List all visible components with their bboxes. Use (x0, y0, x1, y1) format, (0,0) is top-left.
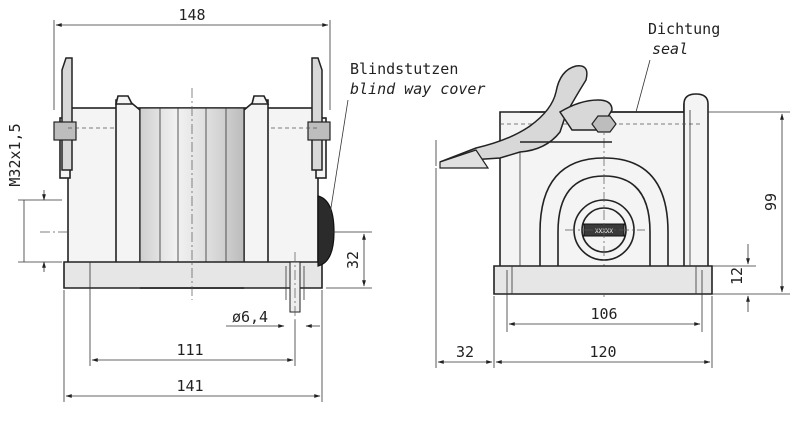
dim-width-top: 148 (53, 6, 331, 110)
lever-side (435, 65, 617, 169)
dim-offset-and-total: 32 120 (435, 168, 713, 368)
blind-way-cover (317, 195, 335, 267)
dim-label-32-side: 32 (456, 343, 474, 361)
front-view: 148 (6, 6, 485, 402)
dim-label-12: 12 (728, 267, 746, 285)
dim-label-hole: ø6,4 (232, 308, 268, 326)
dim-base-width: 141 (63, 290, 323, 402)
dim-label-141: 141 (176, 377, 203, 395)
hex-nut (591, 115, 617, 133)
lever-right (311, 57, 323, 171)
base-side (493, 265, 713, 295)
dim-label-thread: M32x1,5 (6, 123, 24, 186)
dim-inner-width: 106 (506, 270, 703, 332)
dim-thread: M32x1,5 (6, 123, 62, 272)
base-front (63, 261, 323, 289)
dim-height-side: 99 (708, 111, 790, 295)
dim-label-120: 120 (589, 343, 616, 361)
label-seal: Dichtung seal (635, 20, 720, 113)
label-seal-de: Dichtung (648, 20, 720, 38)
label-seal-en: seal (652, 40, 688, 58)
side-view: XXXXX Dichtung seal (435, 20, 790, 368)
label-blind-cover-de: Blindstutzen (350, 60, 458, 78)
dim-label-99: 99 (762, 193, 780, 211)
housing-side: XXXXX (493, 93, 713, 300)
dim-hole-spacing: 111 (89, 262, 296, 366)
dim-height-right: 32 (326, 231, 372, 289)
label-blind-cover: Blindstutzen blind way cover (329, 60, 485, 215)
dim-hole: ø6,4 (226, 308, 320, 328)
dim-base-height: 12 (712, 244, 756, 312)
dim-label-111: 111 (176, 341, 203, 359)
label-blind-cover-en: blind way cover (350, 80, 485, 98)
dim-label-32-front: 32 (344, 251, 362, 269)
lever-left (61, 57, 73, 171)
dim-label-148: 148 (178, 6, 205, 24)
housing-front (40, 57, 331, 320)
dim-label-106: 106 (590, 305, 617, 323)
